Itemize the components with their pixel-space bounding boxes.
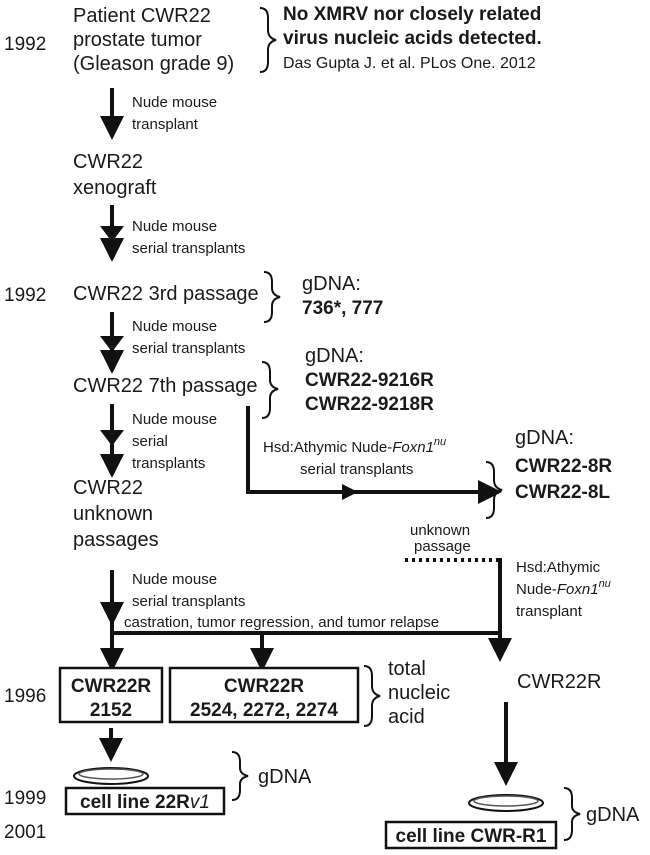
petri-dish-right-icon	[468, 794, 544, 812]
petri-dish-left-icon	[73, 767, 149, 785]
cwr22r-right-node: CWR22R	[517, 671, 601, 693]
arrow-passage3-to-passage7-head2	[100, 336, 124, 352]
year-1992-passage3: 1992	[4, 285, 46, 306]
gdna-cwr-r1-label: gDNA	[586, 804, 640, 826]
gdna-p7-value2: CWR22-9218R	[305, 394, 434, 415]
edge3-label-line2: serial transplants	[132, 340, 245, 357]
passage7-brace	[261, 361, 279, 419]
petri-dish-left-inner	[78, 768, 144, 780]
box2-line1: CWR22R	[224, 676, 305, 697]
total-nucleic-line1: total	[388, 658, 426, 680]
patient-tumor-line2: prostate tumor	[73, 29, 202, 51]
arrow-xenograft-to-passage3-head2	[100, 226, 124, 242]
passage7-node: CWR22 7th passage	[73, 375, 258, 397]
unknown-passages-line2: unknown	[73, 503, 153, 525]
gdna-22rv1-label: gDNA	[258, 766, 312, 788]
cwr22r-multi-box	[168, 666, 360, 724]
petri-dish-right-inner	[473, 795, 539, 807]
passage3-node: CWR22 3rd passage	[73, 283, 259, 305]
box1-line1: CWR22R	[71, 676, 152, 697]
cwr22r-2152-box	[58, 666, 164, 724]
year-2001: 2001	[4, 822, 46, 843]
unknown-passages-line1: CWR22	[73, 477, 143, 499]
cell-line-22rv1-label: cell line 22Rv1	[80, 792, 210, 813]
unknown-passages-line3: passages	[73, 529, 159, 551]
hsd1-label-line2: serial transplants	[300, 461, 413, 478]
total-nucleic-line2: nucleic	[388, 682, 450, 704]
total-nucleic-brace	[363, 665, 381, 727]
gdna-p7-label: gDNA:	[305, 345, 364, 367]
xenograft-line2: xenograft	[73, 177, 157, 199]
gdna-cwr-r1-brace	[563, 787, 581, 841]
gdna-8-brace	[485, 461, 503, 519]
patient-tumor-line3: (Gleason grade 9)	[73, 53, 234, 75]
year-1996: 1996	[4, 686, 46, 707]
edge3-label-line1: Nude mouse	[132, 318, 217, 335]
hsd2-label-line1: Hsd:Athymic	[516, 559, 601, 576]
gdna-8-value2: CWR22-8L	[515, 482, 610, 503]
hsd2-label-line2: Nude-Foxn1nu	[516, 578, 611, 598]
gdna-22rv1-brace	[231, 751, 249, 801]
gdna-8-label: gDNA:	[515, 427, 574, 449]
branch-to-gdna-8	[246, 406, 502, 504]
year-1992-patient: 1992	[4, 34, 46, 55]
edge4-label-line1: Nude mouse	[132, 411, 217, 428]
xmrv-note-line1: No XMRV nor closely related	[283, 4, 541, 25]
total-nucleic-line3: acid	[388, 706, 425, 728]
gdna-p3-values: 736*, 777	[302, 298, 383, 319]
edge5-label-line2: serial transplants	[132, 593, 245, 610]
edge2-label-line2: serial transplants	[132, 240, 245, 257]
box1-line2: 2152	[90, 700, 132, 721]
unknown-passage-label-line1: unknown	[410, 522, 470, 539]
cell-line-cwr-r1-box	[384, 820, 558, 850]
cell-line-cwr-r1-label: cell line CWR-R1	[396, 826, 547, 847]
cell-line-22rv1-box	[64, 786, 226, 816]
castration-label: castration, tumor regression, and tumor …	[124, 614, 439, 631]
xenograft-line1: CWR22	[73, 151, 143, 173]
box2-line2: 2524, 2272, 2274	[190, 700, 338, 721]
edge2-label-line1: Nude mouse	[132, 218, 217, 235]
hsd2-label-line3: transplant	[516, 603, 583, 620]
gdna-p3-label: gDNA:	[302, 273, 361, 295]
gdna-8-value1: CWR22-8R	[515, 456, 612, 477]
branch-to-gdna-8-midhead	[342, 484, 358, 500]
edge5-label-line1: Nude mouse	[132, 571, 217, 588]
gdna-p7-value1: CWR22-9216R	[305, 370, 434, 391]
unknown-passage-label-line2: passage	[414, 538, 471, 555]
edge4-label-line2: serial	[132, 433, 168, 450]
passage3-brace	[263, 271, 281, 323]
citation: Das Gupta J. et al. PLos One. 2012	[283, 55, 536, 72]
arrow-passage7-to-unknown-head2	[100, 430, 124, 446]
patient-tumor-line1: Patient CWR22	[73, 5, 211, 27]
year-1999: 1999	[4, 788, 46, 809]
hsd1-label-line1: Hsd:Athymic Nude-Foxn1nu	[263, 436, 446, 456]
edge1-label-line2: transplant	[132, 116, 199, 133]
xmrv-brace	[259, 7, 277, 73]
edge1-label-line1: Nude mouse	[132, 94, 217, 111]
xmrv-note-line2: virus nucleic acids detected.	[283, 28, 542, 49]
edge4-label-line3: transplants	[132, 455, 205, 472]
